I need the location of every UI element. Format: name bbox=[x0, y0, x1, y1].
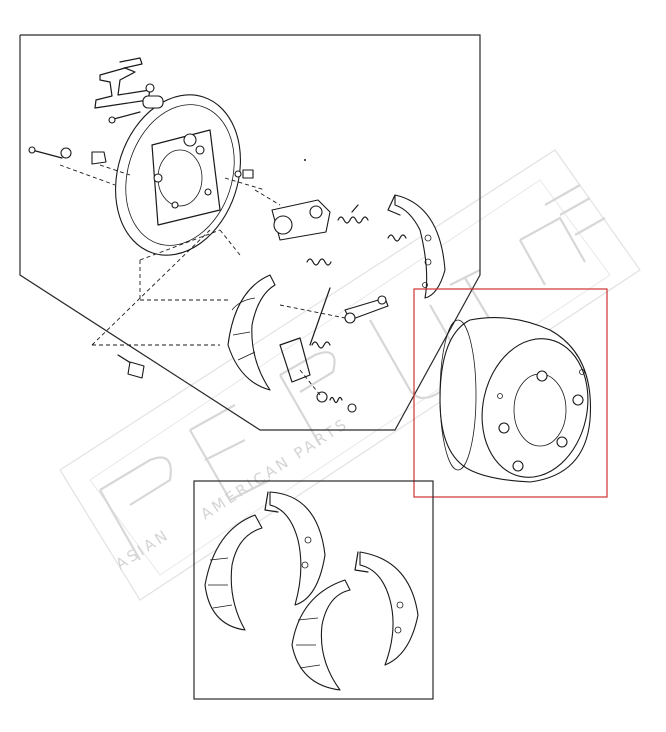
adjuster bbox=[279, 287, 389, 346]
watermark-letter-e2 bbox=[544, 184, 606, 236]
brake-shoe-right bbox=[387, 194, 446, 299]
watermark-letter-n bbox=[519, 216, 586, 286]
shoe-kit-box bbox=[193, 480, 434, 700]
watermark-letter-p bbox=[279, 351, 336, 446]
wheel-cylinder bbox=[254, 189, 331, 241]
brake-drum-highlight-box bbox=[413, 288, 608, 498]
watermark-letter-r bbox=[99, 456, 172, 561]
backing-plate bbox=[115, 94, 241, 256]
brake-shoe-left bbox=[227, 274, 311, 391]
watermark-letter-e bbox=[189, 404, 271, 501]
watermark-tagline-1: ASIAN bbox=[112, 525, 173, 573]
hold-down-parts bbox=[316, 391, 357, 413]
shoe-kit bbox=[204, 491, 419, 691]
bolts-left bbox=[28, 146, 131, 186]
bolt-bottom bbox=[91, 229, 220, 379]
fittings bbox=[224, 159, 306, 191]
springs bbox=[306, 204, 407, 349]
parking-lever bbox=[94, 57, 164, 124]
assembly-frame bbox=[19, 34, 481, 431]
projection-lines bbox=[139, 229, 321, 396]
brake-drum bbox=[439, 316, 592, 483]
